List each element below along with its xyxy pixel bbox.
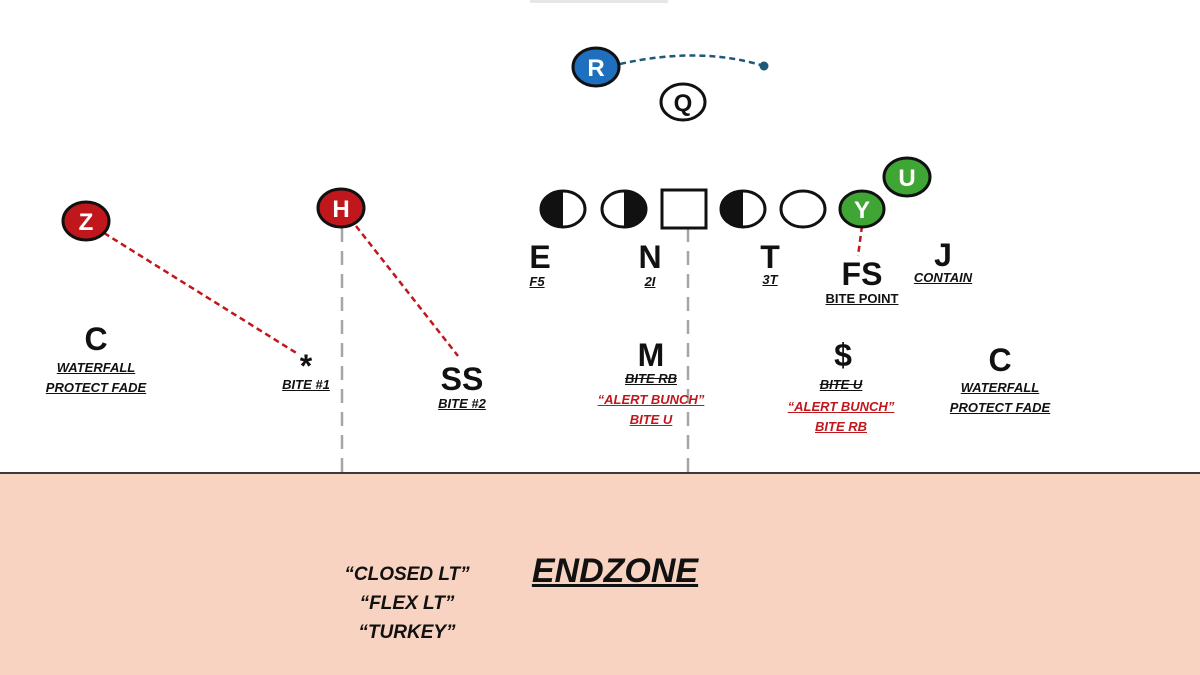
top-tab-mark <box>530 0 668 3</box>
defender-star-label: * <box>299 348 313 384</box>
y-player: Y <box>838 189 886 229</box>
lineman-right-tackle <box>779 189 827 229</box>
lineman-left-tackle <box>539 189 587 229</box>
defender-dollar-label: $ <box>834 337 852 373</box>
defender-dollar-note: BITE RB <box>815 419 867 434</box>
lineman-right-guard <box>719 189 767 229</box>
defender-fs-note: BITE POINT <box>825 291 899 306</box>
defender-m-struck-note: BITE RB <box>625 371 677 386</box>
y-route-line <box>856 225 864 257</box>
defender-c-right-note-1: WATERFALL <box>960 380 1040 395</box>
z-route-line <box>103 231 299 356</box>
u-label: U <box>898 165 915 192</box>
z-label: Z <box>79 209 94 236</box>
defender-c-left-note-1: WATERFALL <box>56 360 136 375</box>
center-square <box>660 188 708 230</box>
r-label: R <box>587 55 604 82</box>
q-label: Q <box>674 90 693 117</box>
defender-c-left-label: C <box>84 321 108 357</box>
formation-call: “TURKEY” <box>358 622 456 643</box>
defender-n-technique: 2I <box>644 274 656 289</box>
defender-m-label: M <box>637 337 665 373</box>
defender-c-right-label: C <box>988 342 1012 378</box>
defender-c-left-note-2: PROTECT FADE <box>45 380 147 395</box>
lineman-left-guard <box>600 189 648 229</box>
defender-dollar-struck-note: BITE U <box>819 377 863 392</box>
defender-n-label: N <box>638 239 662 275</box>
defender-ss-note: BITE #2 <box>438 396 486 411</box>
defender-m-alert: “ALERT BUNCH” <box>597 392 705 407</box>
defender-ss-label: SS <box>440 361 484 397</box>
defender-j-label: J <box>934 237 952 273</box>
formation-call: “FLEX LT” <box>359 593 455 614</box>
r-motion-endpoint <box>759 61 769 71</box>
defender-star-note: BITE #1 <box>282 377 330 392</box>
defender-fs-label: FS <box>841 256 883 292</box>
defender-dollar-alert: “ALERT BUNCH” <box>787 399 895 414</box>
h-player: H <box>316 187 366 229</box>
r-motion-path <box>619 54 765 68</box>
defender-t-label: T <box>760 239 780 275</box>
defender-t-technique: 3T <box>762 272 778 287</box>
y-label: Y <box>854 197 870 224</box>
endzone-title: ENDZONE <box>531 552 699 590</box>
h-route-line <box>355 225 459 357</box>
defender-c-right-note-2: PROTECT FADE <box>949 400 1051 415</box>
defender-j-note: CONTAIN <box>913 270 973 285</box>
h-label: H <box>332 196 349 223</box>
defender-m-note: BITE U <box>629 412 673 427</box>
u-player: U <box>882 156 932 198</box>
r-player: R <box>571 46 621 88</box>
defender-e-technique: F5 <box>529 274 545 289</box>
formation-call: “CLOSED LT” <box>344 564 470 585</box>
formation-calls: “CLOSED LT” “FLEX LT” “TURKEY” <box>344 560 469 647</box>
endzone-area <box>0 472 1200 675</box>
z-player: Z <box>61 200 111 242</box>
defender-e-label: E <box>529 239 551 275</box>
q-player: Q <box>659 82 707 122</box>
